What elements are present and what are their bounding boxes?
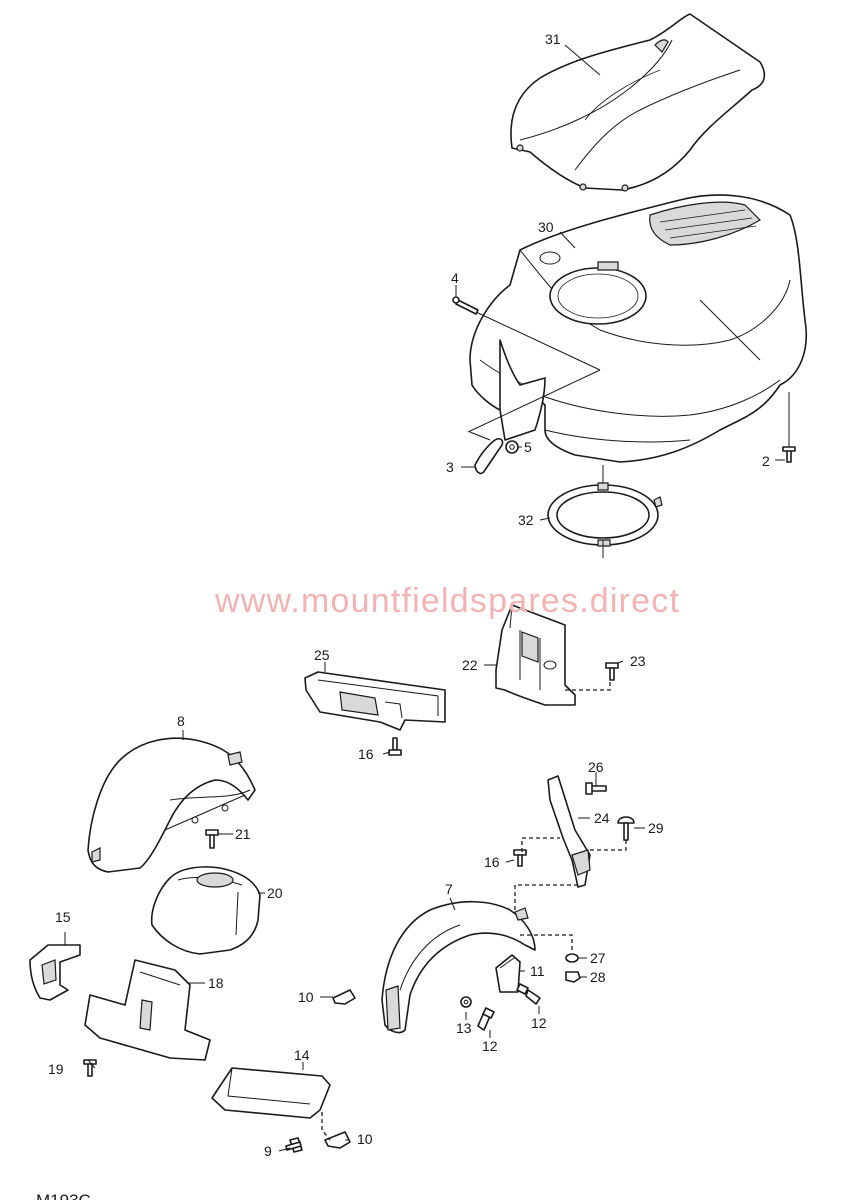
callout-22: 22 [462, 657, 478, 673]
part-23-screw [605, 662, 619, 681]
callout-24: 24 [594, 810, 610, 826]
callout-10-upper: 10 [298, 989, 314, 1005]
part-15-bracket [29, 944, 81, 1001]
callout-12-left: 12 [482, 1038, 498, 1054]
part-20-cover [150, 866, 261, 955]
callout-3: 3 [446, 459, 454, 475]
callout-12-right: 12 [531, 1015, 547, 1031]
watermark: www.mountfieldspares.direct [214, 582, 680, 620]
callout-30: 30 [538, 219, 554, 235]
callout-4: 4 [451, 270, 459, 286]
part-28-nut [565, 971, 581, 983]
callout-28: 28 [590, 969, 606, 985]
part-29-pin [617, 816, 635, 841]
part-5-washer [505, 440, 519, 454]
part-13-washer [460, 996, 472, 1008]
callout-29: 29 [648, 820, 664, 836]
part-12-bolt-upper [516, 983, 541, 1005]
part-8-fender [87, 737, 256, 873]
callout-11: 11 [530, 963, 545, 979]
part-9-screw [285, 1137, 303, 1153]
part-4-pin [452, 296, 479, 315]
drawing-code: M193C [36, 1191, 91, 1200]
part-11-bracket [495, 954, 521, 993]
part-30-bracket [499, 339, 546, 441]
callout-16-lower: 16 [484, 854, 500, 870]
part-14-panel [211, 1067, 331, 1119]
callout-32: 32 [518, 512, 534, 528]
part-25-plate [304, 671, 446, 731]
part-27-washer [565, 953, 579, 963]
callout-15: 15 [55, 909, 71, 925]
callout-21: 21 [235, 826, 251, 842]
callout-14: 14 [294, 1047, 310, 1063]
part-16-screw-upper [388, 737, 402, 756]
callout-20: 20 [267, 885, 283, 901]
part-26-screw [585, 782, 607, 795]
callout-labels: 31 30 4 5 3 2 32 25 22 23 16 8 21 20 26 … [48, 31, 770, 1159]
callout-27: 27 [590, 950, 606, 966]
part-10-clip-upper [332, 989, 356, 1005]
part-2-screw [782, 446, 796, 463]
callout-16-upper: 16 [358, 746, 374, 762]
callout-7: 7 [445, 881, 453, 897]
part-3-clip [474, 438, 504, 475]
assembly-dashed-lines [321, 680, 627, 1141]
part-7-fender [381, 900, 536, 1034]
part-22-shroud [495, 604, 576, 706]
callout-10-lower: 10 [357, 1131, 373, 1147]
callout-5: 5 [524, 439, 532, 455]
part-30-hood-body [469, 194, 807, 463]
part-18-footplate [84, 959, 211, 1061]
callout-2: 2 [762, 453, 770, 469]
callout-9: 9 [264, 1143, 272, 1159]
leader-lines [64, 44, 790, 1152]
callout-26: 26 [588, 759, 604, 775]
part-21-screw [205, 829, 219, 849]
part-24-lever [547, 775, 591, 888]
callout-13: 13 [456, 1020, 472, 1036]
part-32-ring [547, 482, 663, 547]
part-10-clip-lower [324, 1131, 351, 1149]
part-12-bolt-lower [477, 1007, 495, 1031]
callout-25: 25 [314, 647, 330, 663]
part-31-top-cover [510, 13, 766, 192]
part-16-screw-lower [513, 849, 527, 867]
callout-8: 8 [177, 713, 185, 729]
callout-18: 18 [208, 975, 224, 991]
callout-23: 23 [630, 653, 646, 669]
callout-31: 31 [545, 31, 561, 47]
callout-19: 19 [48, 1061, 64, 1077]
